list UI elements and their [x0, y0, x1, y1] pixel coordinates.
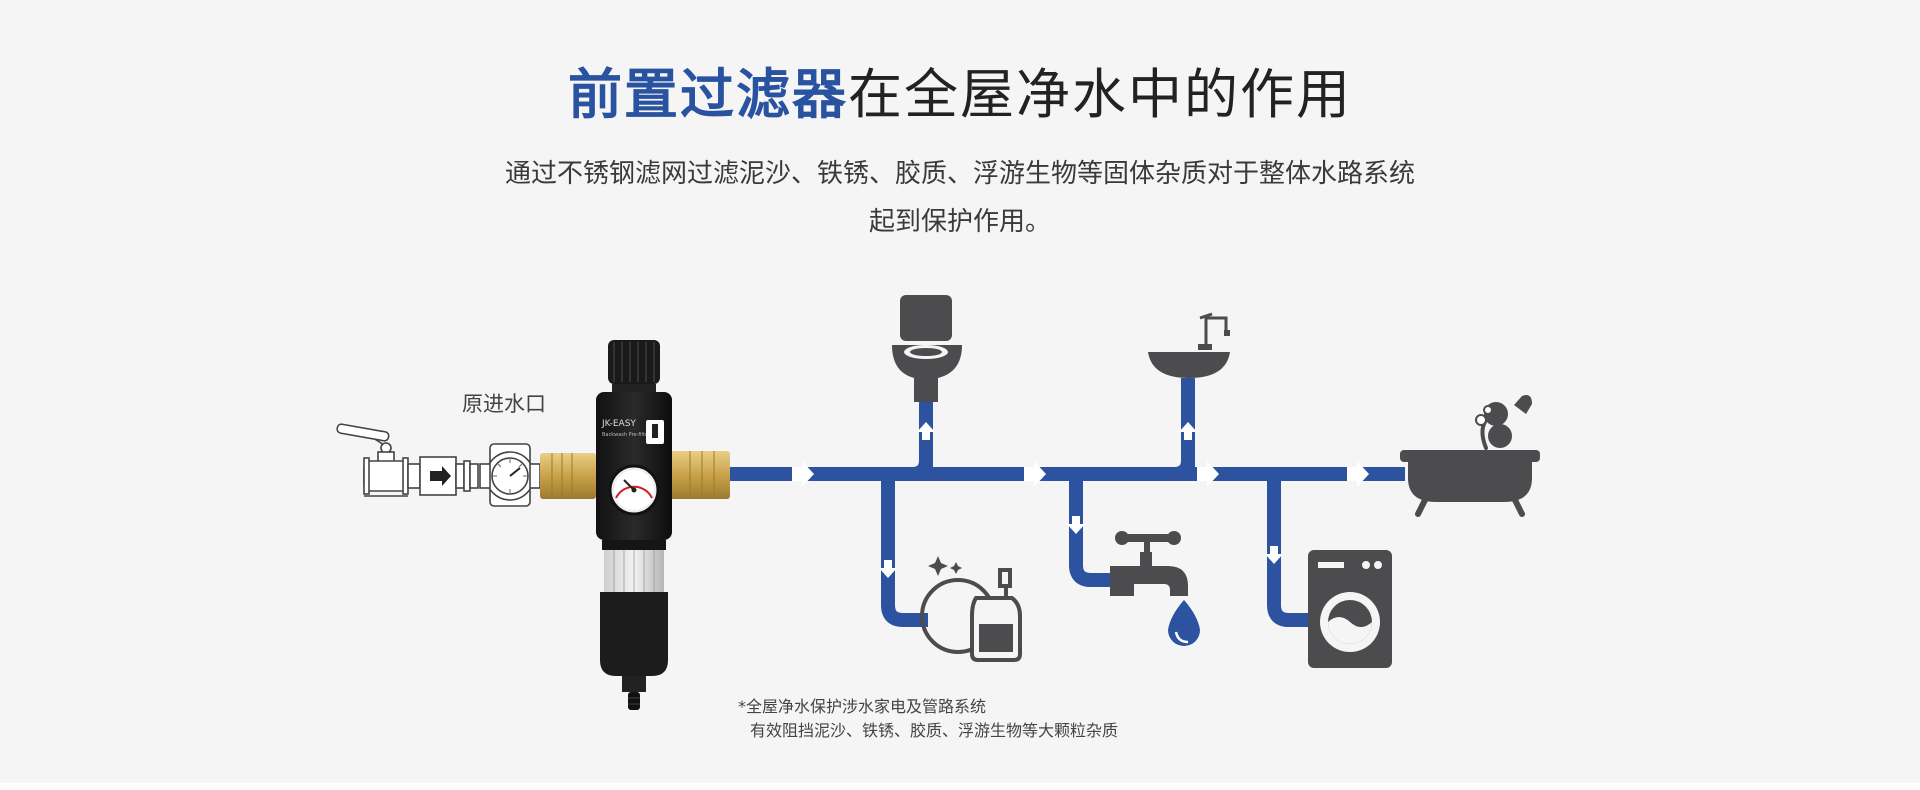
inlet-assembly: [336, 423, 541, 507]
sink-icon: [1148, 312, 1230, 378]
subtitle-line-2: 起到保护作用。: [868, 207, 1051, 237]
faucet-icon: [1110, 531, 1200, 646]
check-valve-icon: [407, 456, 479, 496]
footnote-line-1: *全屋净水保护涉水家电及管路系统: [738, 697, 987, 716]
valve-icon: [336, 423, 409, 497]
title-rest: 在全屋净水中的作用: [848, 63, 1352, 126]
arrow-up-icon: [917, 422, 935, 440]
subtitle-line-1: 通过不锈钢滤网过滤泥沙、铁锈、胶质、浮游生物等固体杂质对于整体水路系统: [504, 159, 1415, 189]
footnote-line-2: 有效阻挡泥沙、铁锈、胶质、浮游生物等大颗粒杂质: [750, 721, 1119, 740]
bathtub-icon: [1400, 395, 1540, 517]
filter-desc-text: Backwash Pre-filter: [602, 432, 651, 438]
arrow-right-icon: [1197, 461, 1219, 487]
toilet-icon: [892, 295, 962, 402]
bottom-band: [0, 783, 1920, 790]
arrow-right-icon: [1024, 461, 1046, 487]
prefilter-icon: JK-EASY Backwash Pre-filter: [540, 340, 730, 710]
pipe-washing-machine: [1267, 474, 1312, 627]
pipe-faucet: [1069, 474, 1112, 587]
arrow-down-icon: [1265, 546, 1283, 564]
page-title: 前置过滤器在全屋净水中的作用: [0, 50, 1920, 129]
filter-model-text: JK-EASY: [601, 419, 636, 429]
footnote: *全屋净水保护涉水家电及管路系统 有效阻挡泥沙、铁锈、胶质、浮游生物等大颗粒杂质: [738, 695, 1118, 743]
arrow-right-icon: [1347, 461, 1369, 487]
washing-machine-icon: [1308, 550, 1392, 668]
inlet-label: 原进水口: [462, 392, 546, 416]
dishwashing-icon: [920, 556, 1022, 662]
arrow-down-icon: [879, 560, 897, 578]
pipe-network: [730, 378, 1405, 627]
arrow-right-icon: [792, 461, 814, 487]
arrow-down-icon: [1067, 516, 1085, 534]
flow-arrows: [792, 422, 1369, 578]
pipe-dishwashing: [881, 474, 928, 627]
arrow-up-icon: [1179, 422, 1197, 440]
water-meter-icon: [479, 443, 541, 507]
subtitle: 通过不锈钢滤网过滤泥沙、铁锈、胶质、浮游生物等固体杂质对于整体水路系统 起到保护…: [0, 150, 1920, 246]
title-accent: 前置过滤器: [568, 63, 848, 126]
